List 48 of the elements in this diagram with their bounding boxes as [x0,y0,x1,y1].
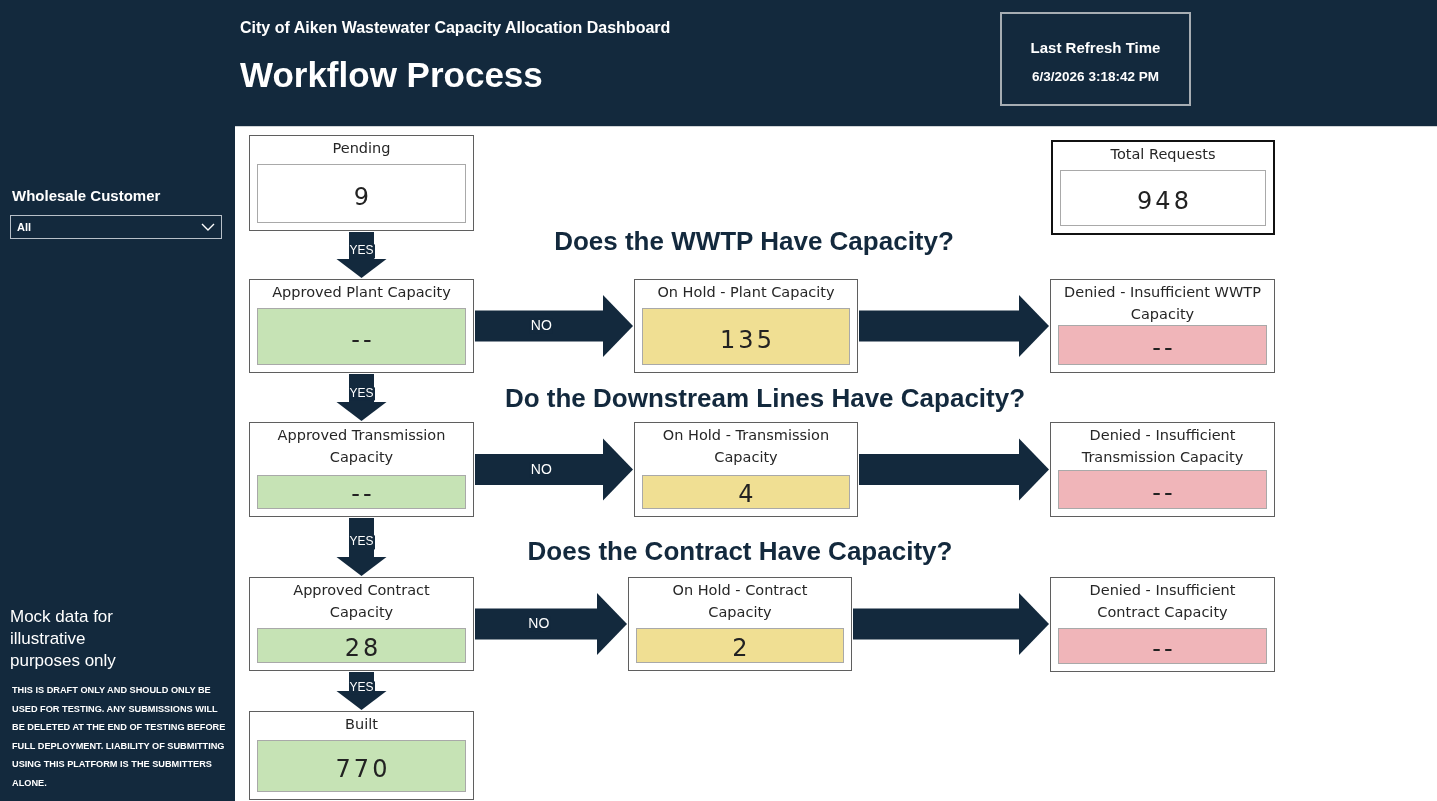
arrow [336,671,387,711]
question-heading: Does the Contract Have Capacity? [527,536,953,566]
dashboard-name: City of Aiken Wastewater Capacity Allocation Dashboard [240,19,671,36]
count-value: -- [1058,470,1267,509]
filter-label: Wholesale Customer [12,187,161,204]
count-value: -- [1058,325,1267,365]
card-heading: On Hold - Plant Capacity [657,284,835,300]
count-value: 2 [636,628,844,663]
panel-heading: Last Refresh Time [1030,39,1161,56]
edge-label: YES [348,387,375,401]
note-text: Mock data for illustrative purposes only [10,607,116,670]
edge-label: YES [348,535,375,549]
card-heading: Built [345,716,378,732]
arrow [336,373,387,422]
count-value: 9 [257,164,466,223]
dropdown: All [10,215,222,239]
timestamp: 6/3/2026 3:18:42 PM [1032,69,1159,84]
card-heading: Denied - Insufficient Transmission Capacity [1081,427,1244,465]
arrow [336,231,387,279]
count-value: 135 [642,308,850,365]
count-value: -- [1058,628,1267,664]
page-title: Workflow Process [240,55,543,94]
count-value: 28 [257,628,466,663]
arrow [336,517,387,577]
arrow [474,593,628,655]
count-value: -- [257,475,466,509]
question-heading: Do the Downstream Lines Have Capacity? [504,383,1026,413]
arrow [852,593,1050,655]
count-value: 770 [257,740,466,792]
count-value: 4 [642,475,850,509]
arrow [474,438,634,501]
card-heading: On Hold - Contract Capacity [672,582,808,620]
edge-label: YES [348,244,375,258]
card-heading: Approved Plant Capacity [272,284,451,300]
card-heading: Approved Transmission Capacity [277,427,446,465]
question-heading: Does the WWTP Have Capacity? [554,226,954,256]
arrow [474,295,634,357]
arrow [858,438,1050,501]
disclaimer-text: THIS IS DRAFT ONLY AND SHOULD ONLY BE USED FOR TESTING. ANY SUBMISSIONS WILL BE DELETED AT THE END OF TESTING BEFORE FULL DEPLOYMENT. LIABILITY OF SUBMITTING USING THIS PLATFORM IS THE SUBMITTERS ALONE. [12,685,226,788]
card-heading: Pending [332,140,391,156]
arrow [858,295,1050,357]
card-heading: Denied - Insufficient WWTP Capacity [1064,284,1261,322]
card-heading: Total Requests [1110,146,1216,162]
card-heading: On Hold - Transmission Capacity [662,427,830,465]
card-heading: Denied - Insufficient Contract Capacity [1089,582,1236,620]
card-heading: Approved Contract Capacity [293,582,430,620]
count-value: -- [257,308,466,365]
count-value: 948 [1060,170,1266,226]
